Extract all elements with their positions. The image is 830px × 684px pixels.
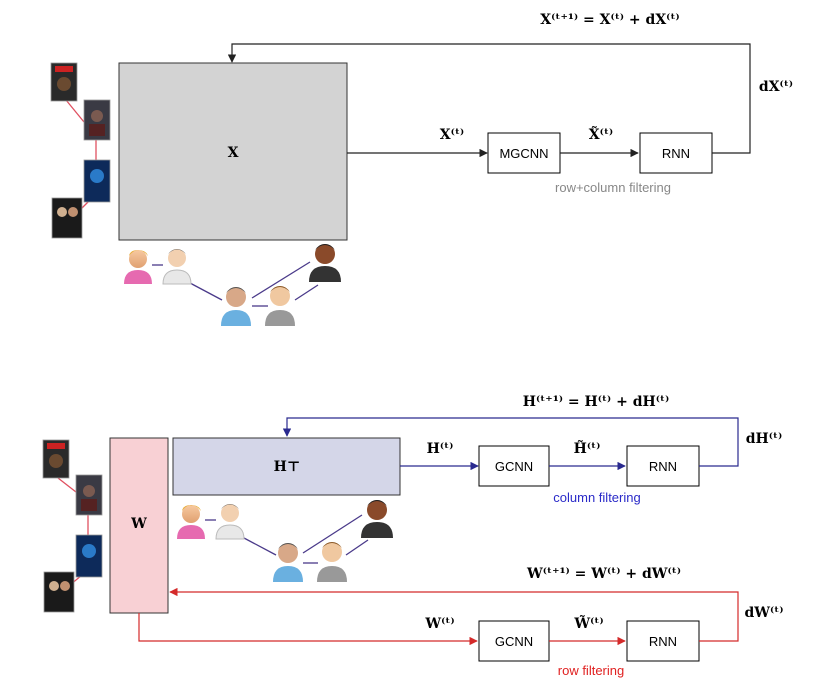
user-female-icon [177,505,205,539]
x-matrix [118,62,348,241]
movie-poster-icon [83,99,111,141]
w-update-eq: W⁽ᵗ⁺¹⁾ = W⁽ᵗ⁾ + dW⁽ᵗ⁾ [526,566,681,582]
movie-poster-icon [51,197,83,239]
top-update-eq: X⁽ᵗ⁺¹⁾ = X⁽ᵗ⁾ + dX⁽ᵗ⁾ [540,12,679,28]
w-delta-label: dW⁽ᵗ⁾ [744,605,783,621]
mgcnn-box [487,132,561,174]
top-rnn-box [639,132,713,174]
top-input-label: X⁽ᵗ⁾ [440,127,464,143]
w-filtered-label: W̃⁽ᵗ⁾ [573,614,603,632]
user-female-icon [124,250,152,284]
h-gcnn-box [478,445,550,487]
user-male-icon [265,286,295,326]
bottom-user-graph [177,500,393,582]
h-gcnn-label: GCNN [495,459,533,474]
h-matrix [172,437,401,496]
user-male-icon [273,543,303,582]
h-matrix-label: H⊤ [274,459,301,475]
movie-poster-icon [50,62,78,102]
w-rnn-box [626,620,700,662]
w-input-arrow [138,613,478,646]
h-rnn-box [626,445,700,487]
top-user-graph [124,244,341,326]
movie-poster-icon [83,159,111,203]
movie-poster-icon [75,474,103,516]
h-delta-label: dH⁽ᵗ⁾ [746,431,783,447]
w-gcnn-label: GCNN [495,634,533,649]
h-rnn-label: RNN [649,459,677,474]
top-rnn-label: RNN [662,146,690,161]
user-male-icon [317,542,347,582]
top-movie-graph [50,62,111,239]
user-male-icon [162,249,192,285]
top-filtered-label: X̃⁽ᵗ⁾ [589,125,613,143]
user-male-icon [309,244,341,282]
w-rnn-label: RNN [649,634,677,649]
h-input-label: H⁽ᵗ⁾ [427,441,454,457]
w-input-label: W⁽ᵗ⁾ [424,616,454,632]
user-male-icon [215,504,245,540]
w-matrix [109,437,169,614]
w-caption: row filtering [558,663,624,678]
top-caption: row+column filtering [555,180,671,195]
w-feedback-arrow [169,587,739,642]
h-caption: column filtering [553,490,640,505]
user-male-icon [361,500,393,538]
x-matrix-label: X [228,145,239,161]
mgcnn-label: MGCNN [499,146,548,161]
bottom-movie-graph [42,439,103,613]
h-feedback-arrow [282,417,739,467]
h-update-eq: H⁽ᵗ⁺¹⁾ = H⁽ᵗ⁾ + dH⁽ᵗ⁾ [523,394,670,410]
top-feedback-arrow [227,43,751,154]
movie-poster-icon [75,534,103,578]
movie-poster-icon [42,439,70,479]
movie-poster-icon [43,571,75,613]
w-matrix-label: W [130,516,147,532]
h-filtered-label: H̃⁽ᵗ⁾ [574,439,601,457]
user-male-icon [221,287,251,326]
top-delta-label: dX⁽ᵗ⁾ [759,79,793,95]
